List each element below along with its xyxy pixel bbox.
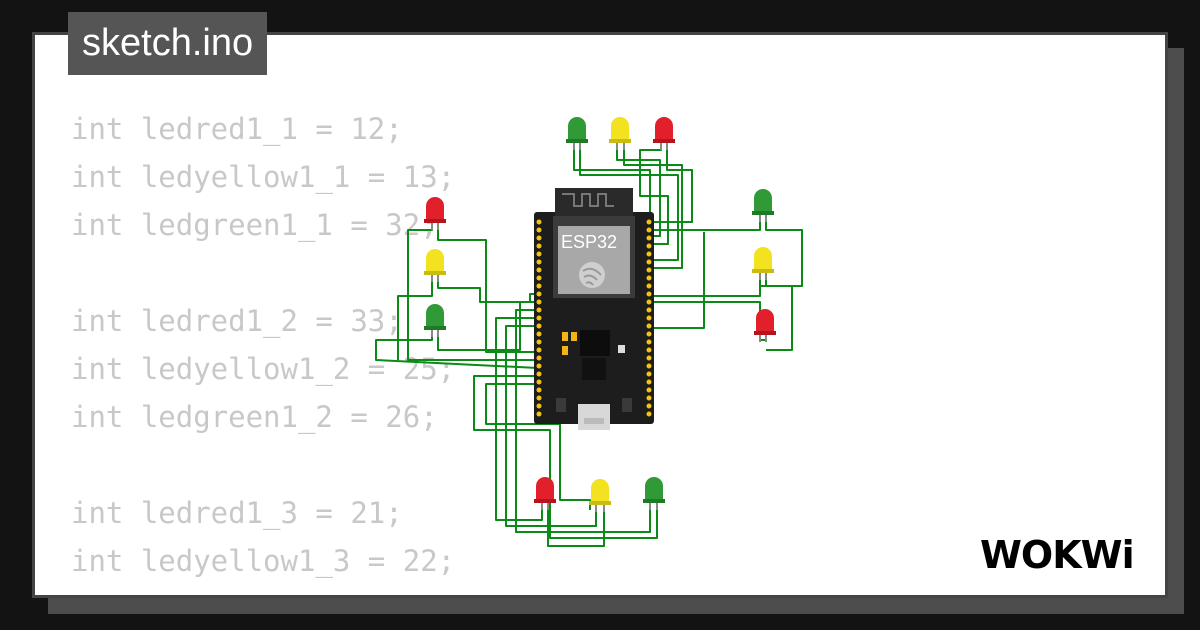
wire [397,280,433,360]
board-label: ESP32 [561,232,617,252]
led-red [754,309,776,342]
leds [424,117,776,512]
usb-slot [584,418,604,424]
led-yellow [424,249,446,282]
espressif-mark [582,267,602,286]
sketch-title-tab: sketch.ino [68,12,268,75]
wire [473,375,658,539]
led-red [424,197,446,230]
regulator [582,358,606,380]
code-line: int ledred1_1 = 12; [71,112,403,146]
code-line: int ledyellow1_2 = 25; [71,352,456,386]
code-line: int ledred1_3 = 21; [71,496,403,530]
wire [579,148,679,261]
wokwi-logo-text: WOKWi [980,533,1134,577]
wire [650,278,761,297]
wire [765,278,793,351]
led-green [566,117,588,150]
led-yellow [752,247,774,280]
code-listing: int ledred1_1 = 12; int ledyellow1_1 = 13… [71,105,456,595]
wire [573,148,651,228]
wire [623,148,683,269]
code-line: int ledred1_2 = 33; [71,304,403,338]
wire [437,280,538,303]
wire [650,232,705,329]
wokwi-logo: WOKWi [980,533,1135,577]
usb-chip [580,330,610,356]
wire [375,335,539,369]
led-indicator [618,345,625,353]
code-line: int ledgreen1_3 = 23; [71,585,455,595]
wire [437,228,538,353]
en-button [622,398,632,412]
wire [495,317,543,521]
led-red [653,117,675,150]
wire [437,301,538,351]
led-green [752,189,774,222]
wifi-antenna [555,188,633,218]
code-line: int ledgreen1_1 = 32; [71,208,438,242]
esp32-board: ESP32 [534,188,654,430]
antenna-trace [562,193,614,207]
right-pin-header [646,219,652,417]
wire [616,148,661,237]
led-yellow [589,479,611,512]
wires [375,148,803,547]
code-line: int ledyellow1_1 = 13; [71,160,456,194]
capacitor [562,346,568,355]
boot-button [556,398,566,412]
espressif-logo-icon [579,262,605,288]
wire [650,220,761,231]
capacitor [562,332,568,341]
led-green [424,304,446,337]
wire [515,309,651,533]
led-red [534,477,556,510]
left-pin-header [536,219,542,417]
code-line: int ledyellow1_3 = 22; [71,544,456,578]
micro-usb-port [578,404,610,430]
code-line: int ledgreen1_2 = 26; [71,400,438,434]
capacitor [571,332,577,341]
led-green [643,477,665,510]
wire [650,148,693,223]
led-yellow [609,117,631,150]
